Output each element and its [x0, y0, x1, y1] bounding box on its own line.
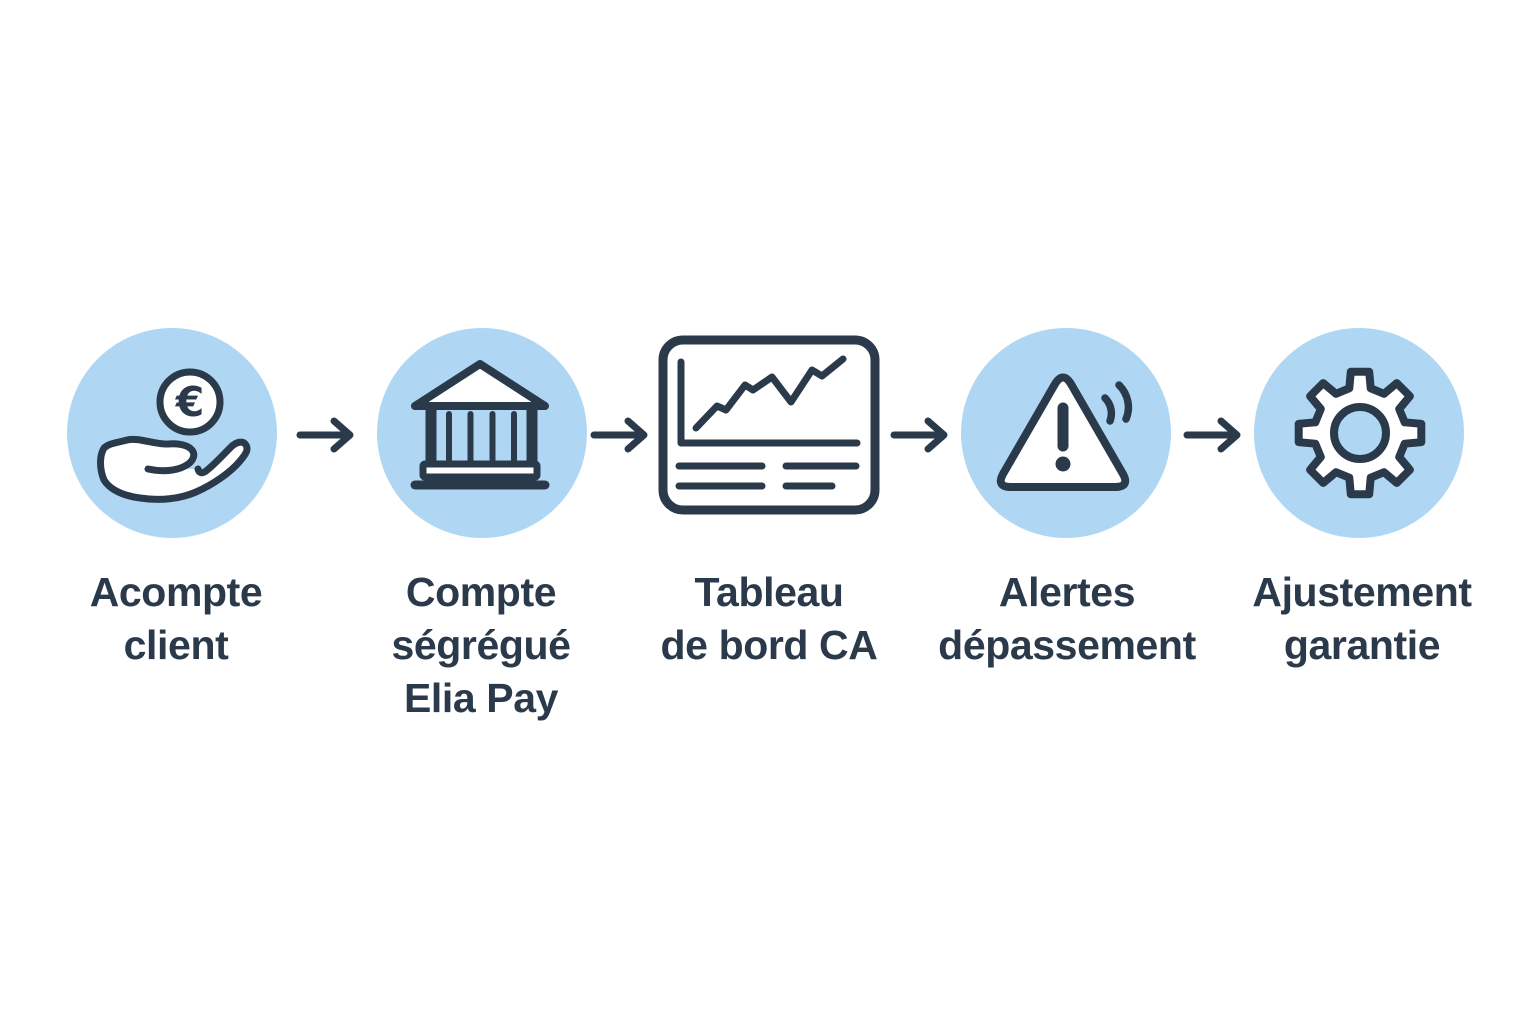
arrow-right-icon: [1183, 417, 1241, 453]
step-label-acompte: Acompte client: [89, 569, 263, 668]
arrow-right-icon: [296, 417, 354, 453]
step-label-ajustement: Ajustement garantie: [1252, 569, 1472, 668]
hand-euro-icon: €: [97, 368, 251, 503]
step-label-compte: Compte ségrégué Elia Pay: [391, 569, 571, 721]
arrow-right-icon: [890, 417, 948, 453]
bank-icon: [410, 360, 550, 490]
dashboard-chart-icon: [658, 335, 880, 515]
step-label-alertes: Alertes dépassement: [938, 569, 1196, 668]
euro-symbol: €: [175, 378, 205, 426]
arrow-right-icon: [590, 417, 648, 453]
step-circle-acompte: [67, 328, 277, 538]
warning-alert-icon: [996, 373, 1133, 491]
step-label-tableau: Tableau de bord CA: [660, 569, 878, 668]
gear-hole: [1330, 403, 1390, 463]
gear-icon: [1294, 367, 1426, 499]
